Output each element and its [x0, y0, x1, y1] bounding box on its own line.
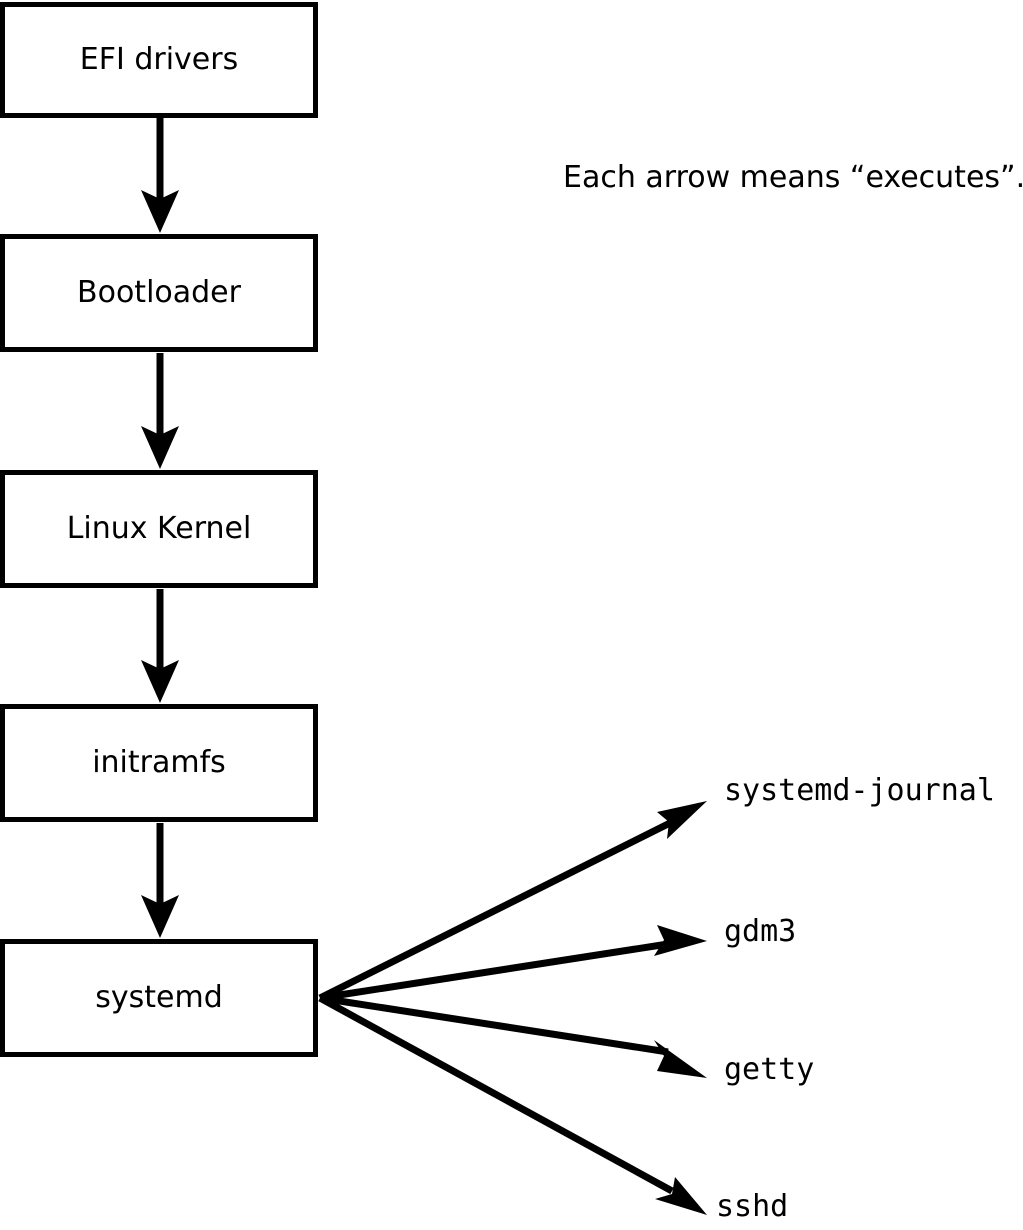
service-label-systemd-journal: systemd-journal [724, 773, 995, 808]
service-label-getty: getty [724, 1052, 815, 1087]
stage-box-initramfs: initramfs [0, 704, 318, 822]
service-label-gdm3: gdm3 [724, 914, 797, 949]
fanout-arrow-getty [319, 994, 707, 1078]
chain-arrow-initramfs-to-systemd [141, 823, 179, 938]
stage-box-linux-kernel: Linux Kernel [0, 470, 318, 588]
service-label-sshd: sshd [716, 1189, 789, 1224]
stage-box-efi-drivers: EFI drivers [0, 2, 318, 118]
chain-arrow-efi-to-bootloader [141, 118, 179, 233]
chain-arrow-bootloader-to-kernel [141, 353, 179, 469]
stage-label-efi-drivers: EFI drivers [79, 42, 239, 77]
stage-label-linux-kernel: Linux Kernel [66, 511, 252, 546]
stage-label-bootloader: Bootloader [77, 275, 241, 310]
fanout-arrow-gdm3 [319, 925, 707, 1002]
diagram-caption: Each arrow means “executes”. [563, 160, 1023, 195]
stage-box-bootloader: Bootloader [0, 234, 318, 352]
fanout-arrow-sshd [318, 994, 707, 1215]
stage-label-systemd: systemd [95, 980, 223, 1015]
chain-arrow-kernel-to-initramfs [141, 589, 179, 703]
stage-box-systemd: systemd [0, 939, 318, 1057]
fanout-arrow-systemd-journal [318, 801, 707, 1002]
stage-label-initramfs: initramfs [92, 745, 226, 780]
